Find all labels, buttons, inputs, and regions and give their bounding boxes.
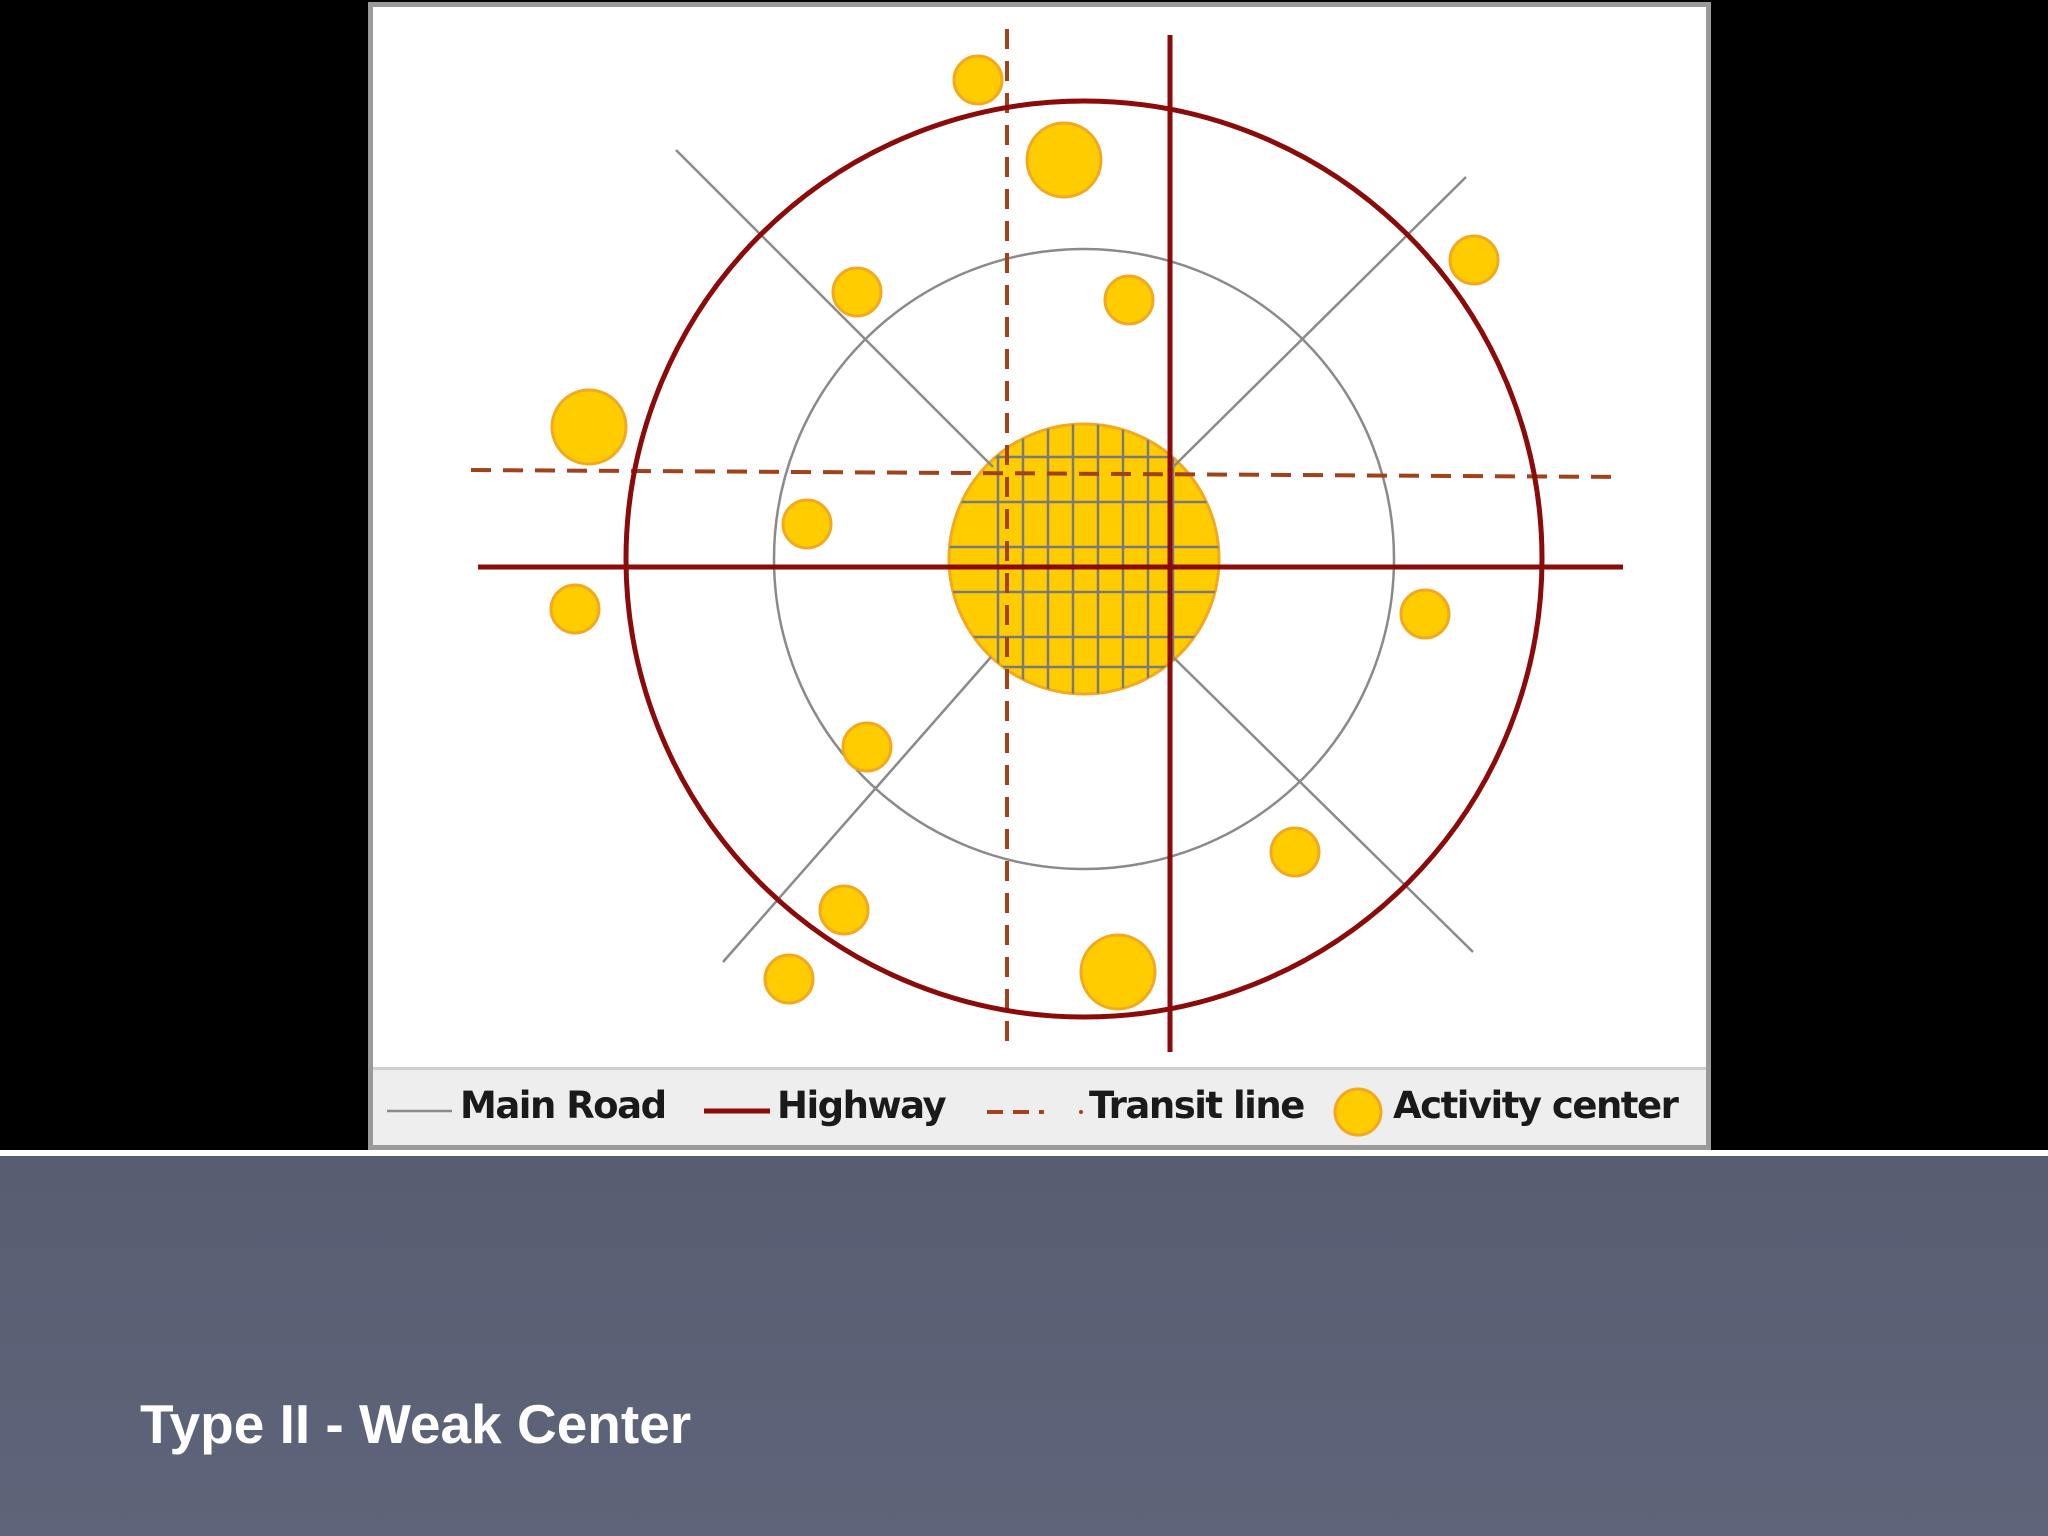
transit-lines — [470, 29, 1624, 1052]
activity-center — [1079, 933, 1157, 1011]
central-core-fill — [947, 422, 1221, 696]
activity-center — [1103, 274, 1155, 326]
activity-center-legend-label: Activity center — [1393, 1084, 1679, 1127]
activity-center — [1269, 826, 1321, 878]
activity-center — [1399, 588, 1451, 640]
highway-ring — [623, 98, 1545, 1020]
highways — [478, 35, 1623, 1052]
legend: Main Road Highway Transit line Activity … — [373, 1067, 1706, 1145]
slide-divider — [0, 1150, 2048, 1156]
activity-centers — [549, 54, 1500, 1011]
activity-center — [1025, 121, 1103, 199]
transit-line-horizontal — [470, 468, 1624, 479]
main-road-diagonal-ne — [1172, 176, 1467, 468]
activity-center — [831, 266, 883, 318]
transit-line-legend-dot — [1079, 1110, 1083, 1114]
activity-center — [818, 884, 870, 936]
activity-center — [952, 54, 1004, 106]
slide-title: Type II - Weak Center — [140, 1393, 692, 1455]
caption-panel: Type II - Weak Center — [0, 1156, 2048, 1536]
main-roads — [675, 149, 1474, 963]
activity-center — [550, 388, 628, 466]
urban-structure-diagram — [470, 29, 1624, 1052]
activity-center — [763, 953, 815, 1005]
activity-center — [841, 721, 893, 773]
legend-symbols — [387, 1087, 1383, 1137]
main-road-diagonal-nw — [675, 149, 994, 468]
activity-center — [781, 498, 833, 550]
highway-legend-label: Highway — [777, 1084, 947, 1127]
activity-center — [1448, 234, 1500, 286]
activity-center-legend-icon — [1333, 1087, 1383, 1137]
main-road-legend-label: Main Road — [460, 1084, 667, 1127]
transit-line-legend-label: Transit line — [1089, 1084, 1305, 1127]
main-road-diagonal-se — [1172, 656, 1474, 953]
activity-center — [549, 583, 601, 635]
diagram-frame: Main Road Highway Transit line Activity … — [368, 2, 1711, 1150]
main-road-diagonal-sw — [722, 656, 992, 963]
main-road-ring — [772, 247, 1396, 871]
